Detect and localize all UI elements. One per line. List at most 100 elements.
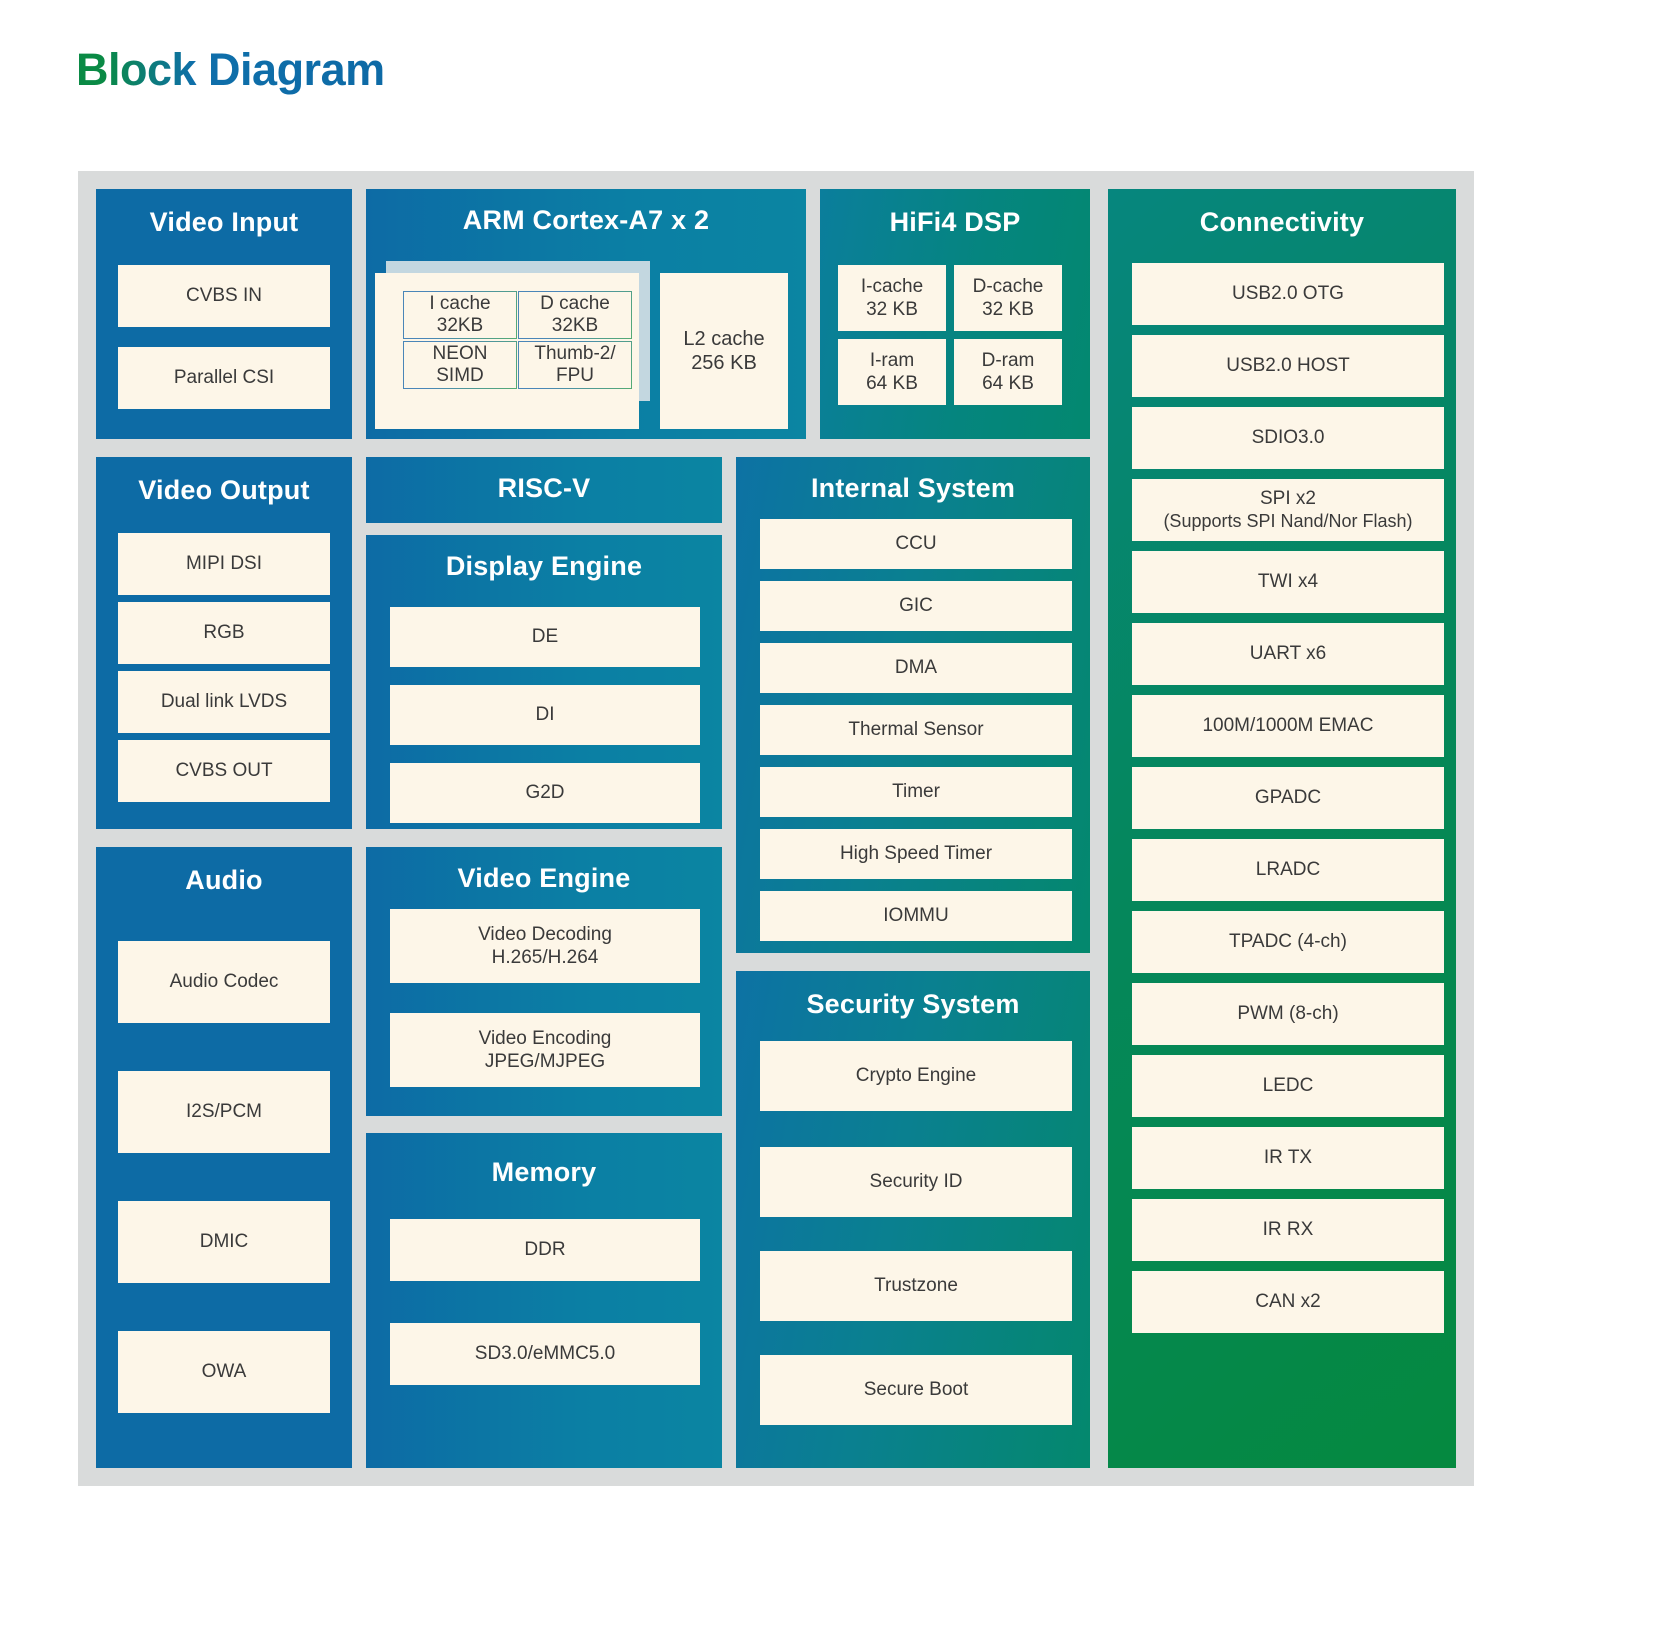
block-title-audio: Audio — [185, 865, 263, 895]
item-l2-cache-line1: L2 cache — [683, 327, 765, 350]
item-neon-simd-line2: SIMD — [436, 365, 484, 386]
item-crypto-engine[interactable]: Crypto Engine — [760, 1041, 1072, 1111]
item-connectivity-6-line1: 100M/1000M EMAC — [1202, 715, 1374, 737]
item-dma[interactable]: DMA — [760, 643, 1072, 693]
item-dmic[interactable]: DMIC — [118, 1201, 330, 1283]
item-mipi-dsi[interactable]: MIPI DSI — [118, 533, 330, 595]
item-i-cache-line1: I cache — [429, 293, 491, 315]
item-dsp-d-cache-line1: D-cache — [972, 275, 1044, 297]
item-video-encoding-line2: JPEG/MJPEG — [484, 1051, 606, 1072]
page-title: Block Diagram — [76, 44, 385, 95]
block-title-memory: Memory — [491, 1157, 597, 1187]
item-d-cache-line2: 32KB — [551, 315, 599, 336]
item-d-cache[interactable]: D cache 32KB — [518, 291, 632, 339]
item-connectivity-4[interactable]: TWI x4 — [1132, 551, 1444, 613]
block-display-engine: Display Engine DE DI G2D — [366, 535, 722, 829]
item-connectivity-1[interactable]: USB2.0 HOST — [1132, 335, 1444, 397]
block-risc-v: RISC-V — [366, 457, 722, 523]
item-connectivity-11[interactable]: LEDC — [1132, 1055, 1444, 1117]
item-connectivity-13[interactable]: IR RX — [1132, 1199, 1444, 1261]
item-owa[interactable]: OWA — [118, 1331, 330, 1413]
item-connectivity-0[interactable]: USB2.0 OTG — [1132, 263, 1444, 325]
block-title-connectivity: Connectivity — [1199, 207, 1365, 237]
item-audio-codec[interactable]: Audio Codec — [118, 941, 330, 1023]
item-dsp-i-ram-line2: 64 KB — [866, 373, 918, 394]
item-thumb2-fpu-line2: FPU — [556, 365, 594, 386]
block-audio: Audio Audio Codec I2S/PCM DMIC OWA — [96, 847, 352, 1468]
item-connectivity-0-line1: USB2.0 OTG — [1232, 283, 1344, 305]
item-ccu[interactable]: CCU — [760, 519, 1072, 569]
block-title-video-input: Video Input — [149, 207, 299, 237]
item-dsp-d-cache-line2: 32 KB — [982, 299, 1034, 320]
block-title-arm-cortex: ARM Cortex-A7 x 2 — [462, 205, 710, 235]
item-connectivity-14[interactable]: CAN x2 — [1132, 1271, 1444, 1333]
block-title-security-system: Security System — [806, 989, 1020, 1019]
item-security-id[interactable]: Security ID — [760, 1147, 1072, 1217]
item-connectivity-10[interactable]: PWM (8-ch) — [1132, 983, 1444, 1045]
item-timer[interactable]: Timer — [760, 767, 1072, 817]
item-l2-cache[interactable]: L2 cache 256 KB — [660, 273, 788, 429]
block-arm-cortex-a7: ARM Cortex-A7 x 2 I cache 32KB D cache 3… — [366, 189, 806, 439]
item-dsp-i-cache-line1: I-cache — [860, 275, 924, 297]
item-video-decoding[interactable]: Video Decoding H.265/H.264 — [390, 909, 700, 983]
block-title-risc-v: RISC-V — [497, 473, 591, 503]
item-di[interactable]: DI — [390, 685, 700, 745]
item-connectivity-8[interactable]: LRADC — [1132, 839, 1444, 901]
block-internal-system: Internal System CCU GIC DMA Thermal Sens… — [736, 457, 1090, 953]
item-thermal-sensor[interactable]: Thermal Sensor — [760, 705, 1072, 755]
block-title-video-engine: Video Engine — [457, 863, 631, 893]
item-i-cache-line2: 32KB — [436, 315, 484, 336]
item-connectivity-3[interactable]: SPI x2(Supports SPI Nand/Nor Flash) — [1132, 479, 1444, 541]
item-dsp-d-ram-line1: D-ram — [981, 349, 1035, 371]
item-video-decoding-line2: H.265/H.264 — [491, 947, 599, 968]
block-title-display-engine: Display Engine — [445, 551, 643, 581]
item-connectivity-12[interactable]: IR TX — [1132, 1127, 1444, 1189]
item-connectivity-13-line1: IR RX — [1262, 1219, 1314, 1241]
item-secure-boot[interactable]: Secure Boot — [760, 1355, 1072, 1425]
item-neon-simd[interactable]: NEON SIMD — [403, 341, 517, 389]
item-connectivity-7-line1: GPADC — [1254, 787, 1322, 809]
item-connectivity-5[interactable]: UART x6 — [1132, 623, 1444, 685]
item-connectivity-7[interactable]: GPADC — [1132, 767, 1444, 829]
item-ddr[interactable]: DDR — [390, 1219, 700, 1281]
item-de[interactable]: DE — [390, 607, 700, 667]
item-dsp-i-cache-line2: 32 KB — [866, 299, 918, 320]
block-video-engine: Video Engine Video Decoding H.265/H.264 … — [366, 847, 722, 1116]
item-cvbs-in[interactable]: CVBS IN — [118, 265, 330, 327]
item-dual-link-lvds[interactable]: Dual link LVDS — [118, 671, 330, 733]
block-video-output: Video Output MIPI DSI RGB Dual link LVDS… — [96, 457, 352, 829]
item-connectivity-11-line1: LEDC — [1262, 1075, 1314, 1097]
item-i2s-pcm[interactable]: I2S/PCM — [118, 1071, 330, 1153]
item-trustzone[interactable]: Trustzone — [760, 1251, 1072, 1321]
item-video-decoding-line1: Video Decoding — [478, 923, 612, 945]
block-hifi4-dsp: HiFi4 DSP I-cache 32 KB D-cache 32 KB I-… — [820, 189, 1090, 439]
item-dsp-d-cache[interactable]: D-cache 32 KB — [954, 265, 1062, 331]
item-g2d[interactable]: G2D — [390, 763, 700, 823]
item-connectivity-9[interactable]: TPADC (4-ch) — [1132, 911, 1444, 973]
item-rgb[interactable]: RGB — [118, 602, 330, 664]
item-connectivity-2[interactable]: SDIO3.0 — [1132, 407, 1444, 469]
item-l2-cache-line2: 256 KB — [691, 352, 757, 374]
item-dsp-i-ram[interactable]: I-ram 64 KB — [838, 339, 946, 405]
item-connectivity-3-line1: SPI x2 — [1260, 488, 1316, 510]
item-dsp-i-cache[interactable]: I-cache 32 KB — [838, 265, 946, 331]
item-high-speed-timer[interactable]: High Speed Timer — [760, 829, 1072, 879]
item-connectivity-3-line2: (Supports SPI Nand/Nor Flash) — [1163, 510, 1413, 531]
item-connectivity-6[interactable]: 100M/1000M EMAC — [1132, 695, 1444, 757]
item-i-cache[interactable]: I cache 32KB — [403, 291, 517, 339]
item-video-encoding[interactable]: Video Encoding JPEG/MJPEG — [390, 1013, 700, 1087]
item-connectivity-10-line1: PWM (8-ch) — [1237, 1003, 1339, 1025]
item-connectivity-14-line1: CAN x2 — [1255, 1291, 1321, 1313]
item-dsp-d-ram[interactable]: D-ram 64 KB — [954, 339, 1062, 405]
item-cvbs-out[interactable]: CVBS OUT — [118, 740, 330, 802]
item-connectivity-8-line1: LRADC — [1255, 859, 1321, 881]
item-iommu[interactable]: IOMMU — [760, 891, 1072, 941]
item-parallel-csi[interactable]: Parallel CSI — [118, 347, 330, 409]
item-connectivity-12-line1: IR TX — [1263, 1147, 1313, 1169]
block-title-video-output: Video Output — [138, 475, 310, 505]
item-gic[interactable]: GIC — [760, 581, 1072, 631]
item-dsp-i-ram-line1: I-ram — [869, 349, 915, 371]
item-sd-emmc[interactable]: SD3.0/eMMC5.0 — [390, 1323, 700, 1385]
item-thumb2-fpu[interactable]: Thumb-2/ FPU — [518, 341, 632, 389]
